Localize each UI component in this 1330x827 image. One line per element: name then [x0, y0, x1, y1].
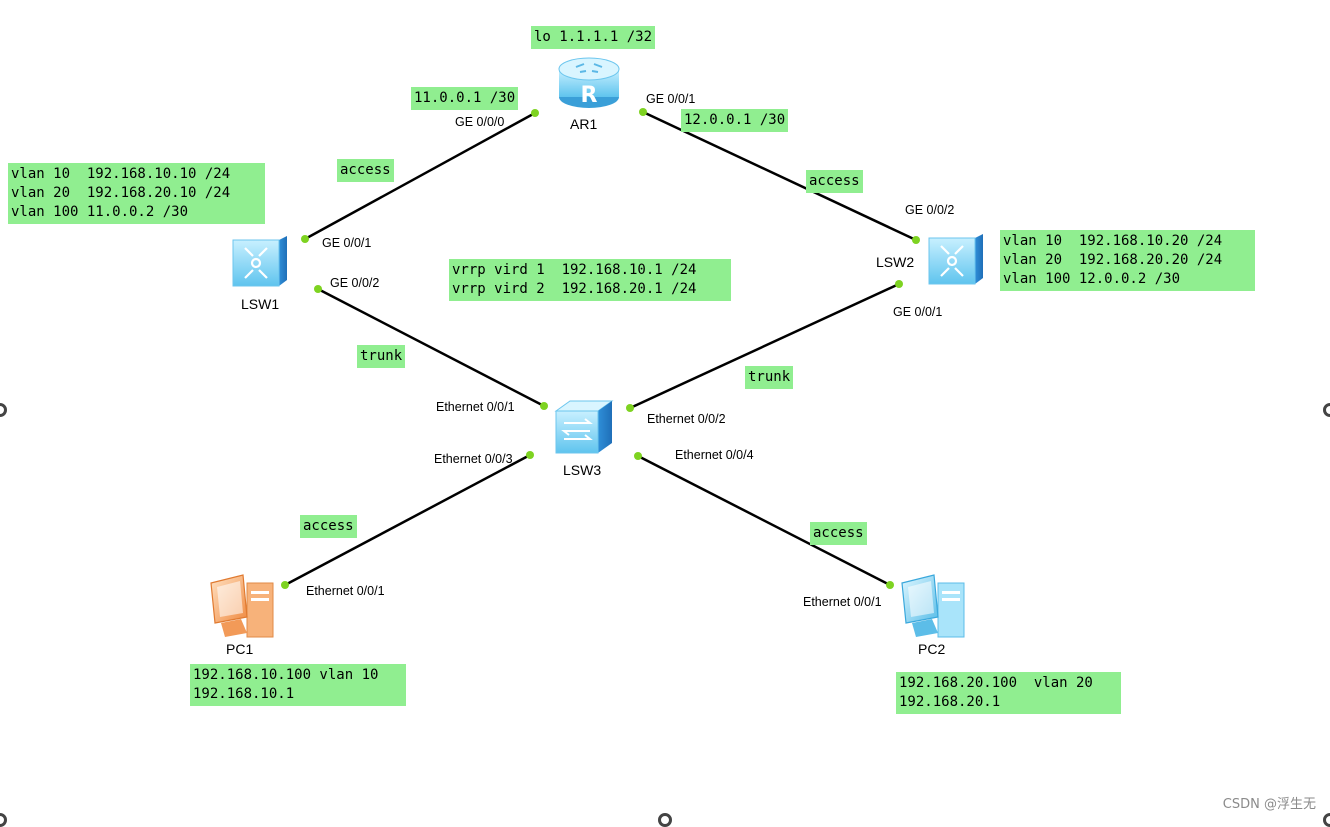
resize-handle[interactable] [1323, 403, 1330, 417]
port-dot [634, 452, 642, 460]
port-label: GE 0/0/2 [905, 203, 955, 217]
svg-text:R: R [581, 83, 598, 108]
port-label: GE 0/0/2 [330, 276, 380, 290]
port-label: Ethernet 0/0/2 [647, 412, 726, 426]
port-label: Ethernet 0/0/4 [675, 448, 754, 462]
link-type-note: access [337, 159, 394, 182]
links [284, 110, 917, 587]
link-type-note: trunk [745, 366, 794, 389]
vrrp-note: vrrp vird 1 192.168.10.1 /24 vrrp vird 2… [449, 259, 731, 301]
port-label: Ethernet 0/0/1 [803, 595, 882, 609]
port-label: GE 0/0/1 [322, 236, 372, 250]
port-dot [531, 109, 539, 117]
port-label: GE 0/0/1 [893, 305, 943, 319]
port-dot [281, 581, 289, 589]
port-dot [540, 402, 548, 410]
link-type-note: trunk [357, 345, 406, 368]
lsw1-config-note: vlan 10 192.168.10.10 /24 vlan 20 192.16… [8, 163, 265, 224]
link-type-note: access [300, 515, 357, 538]
device-label-lsw1: LSW1 [241, 296, 280, 312]
link-type-note: access [810, 522, 867, 545]
link-lsw3-pc2 [637, 454, 891, 587]
l3-switch-icon[interactable] [232, 236, 287, 287]
port-dot [526, 451, 534, 459]
port-dot [639, 108, 647, 116]
port-dot [314, 285, 322, 293]
resize-handle[interactable] [658, 813, 672, 827]
port-label: GE 0/0/1 [646, 92, 696, 106]
resize-handle[interactable] [0, 403, 7, 417]
port-label: GE 0/0/0 [455, 115, 505, 129]
l2-switch-icon[interactable] [554, 400, 614, 454]
link-type-note: access [806, 170, 863, 193]
lsw2-config-note: vlan 10 192.168.10.20 /24 vlan 20 192.16… [1000, 230, 1255, 291]
resize-handle[interactable] [1323, 813, 1330, 827]
device-label-pc1: PC1 [226, 641, 254, 657]
port-dot [912, 236, 920, 244]
ar1-ge000-ip-note: 11.0.0.1 /30 [411, 87, 519, 110]
device-label-lsw3: LSW3 [563, 462, 602, 478]
port-dot [301, 235, 309, 243]
link-ar1-lsw2 [642, 110, 917, 242]
link-lsw1-lsw3 [317, 287, 545, 408]
watermark: CSDN @浮生无 [1222, 797, 1316, 812]
link-ar1-lsw1 [304, 111, 536, 241]
device-label-ar1: AR1 [570, 116, 598, 132]
device-label-pc2: PC2 [918, 641, 946, 657]
device-label-lsw2: LSW2 [876, 254, 915, 270]
pc2-config-note: 192.168.20.100 vlan 20 192.168.20.1 [896, 672, 1121, 714]
port-dot [626, 404, 634, 412]
link-lsw2-lsw3 [629, 282, 900, 410]
link-lsw3-pc1 [284, 453, 531, 587]
port-dot [895, 280, 903, 288]
port-label: Ethernet 0/0/1 [306, 584, 385, 598]
ar1-ge001-ip-note: 12.0.0.1 /30 [681, 109, 789, 132]
pc-icon[interactable] [901, 574, 965, 638]
l3-switch-icon[interactable] [928, 234, 983, 285]
pc1-config-note: 192.168.10.100 vlan 10 192.168.10.1 [190, 664, 406, 706]
port-dot [886, 581, 894, 589]
port-label: Ethernet 0/0/1 [436, 400, 515, 414]
port-dots [281, 108, 920, 589]
port-label: Ethernet 0/0/3 [434, 452, 513, 466]
pc-icon[interactable] [210, 574, 274, 638]
loopback-note: lo 1.1.1.1 /32 [531, 26, 656, 49]
router-icon[interactable]: R [558, 57, 620, 108]
